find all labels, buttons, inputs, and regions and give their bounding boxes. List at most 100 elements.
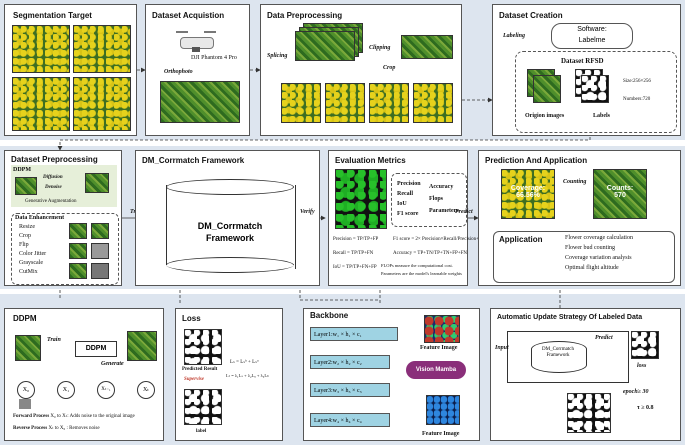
augmented-sample [69,243,87,259]
prediction-application-title: Prediction And Application [485,156,588,165]
enhancement-box [11,213,119,285]
noise-swatch [19,399,31,409]
layer1-block: Layer1:w₁ × h₁ × c₁ [310,327,398,341]
flower-photo [12,77,70,131]
tau-label: τ ≥ 0.8 [637,405,654,411]
auto-loop-box [507,331,629,383]
forward-process: Forward Process X₀ to Xₜ: Adds noise to … [13,414,135,419]
predicted-result-label: Predicted Result [182,367,218,372]
cropped-tile [325,83,365,123]
x-node: X₁ [57,381,75,399]
augmented-sample [91,263,109,279]
enh-item: Grayscale [19,260,43,266]
supervise-label: Supervise [184,377,204,382]
feature-image-top [424,315,460,343]
data-preprocessing-panel: Data Preprocessing Splicing Clipping Cro… [260,4,462,136]
denoise-label: Denoise [45,185,62,190]
ddpm-output-image [85,173,109,193]
flower-photo [73,77,131,131]
orthophoto-label: Orthophoto [164,69,193,75]
metric-item: IoU [397,201,407,207]
coverage-image [501,169,555,219]
predict-label: Predict [595,335,613,341]
prediction-application-panel: Prediction And Application Coverage: 66.… [478,150,681,286]
predict-label: Predict [455,209,473,215]
enh-item: Color Jitter [19,251,47,257]
dm-corrmatch-panel: DM_Corrmatch Framework DM_Corrmatch Fram… [135,150,320,286]
metric-item: Flops [429,196,444,202]
layer3-block: Layer3:w₃ × h₃ × c₃ [310,383,390,397]
reverse-process: Reverse Process Xₜ to X₀ : Removes noise [13,426,100,431]
label-caption: label [196,429,207,434]
f1-formula: F1 score = 2× Precision×Recall/Precision… [393,237,492,242]
flower-photo [12,25,70,73]
enh-item: Crop [19,233,31,239]
label-image [581,75,609,103]
splicing-label: Splicing [267,53,288,59]
labels-label: Labels [593,113,611,119]
metric-item: F1 score [397,211,419,217]
labelme-label: Labelme [578,37,606,44]
accuracy-formula: Accuracy = TP+TN/TP+TN+FP+FN [393,251,468,256]
labeling-label: Labeling [503,33,525,39]
enh-item: Flip [19,242,29,248]
dm-corrmatch-title: DM_Corrmatch Framework [142,156,245,165]
feature-image-label: Feature Image [422,431,460,437]
feature-image-label: Feature Image [420,345,458,351]
dataset-preprocessing-title: Dataset Preprocessing [11,155,98,164]
metrics-box [391,173,467,227]
clipped-image [401,35,453,59]
x-node: X₀ [17,381,35,399]
evaluation-metrics-panel: Evaluation Metrics Precision Recall IoU … [328,150,492,286]
data-enhancement-title: Data Enhancement [15,215,65,221]
enh-item: CutMix [19,269,38,275]
rfsd-title: Dataset RFSD [561,57,604,65]
coverage-readout: Coverage: 66.56% [510,185,546,199]
origin-image [533,75,561,103]
framework-line1: DM_Corrmatch [197,221,263,231]
flower-photo [73,25,131,73]
framework-cylinder [166,179,296,275]
verify-label: Verify [300,209,315,215]
params-note: Parameters are the model's learnable wei… [381,271,462,276]
layer4-block: Layer4:w₄ × h₄ × c₄ [310,413,390,427]
app-item: Optimal flight altitude [565,265,619,271]
backbone-panel: Backbone Layer1:w₁ × h₁ × c₁ Layer2:w₂ ×… [303,308,480,441]
generative-augmentation-label: Generative Augmentation [25,199,77,204]
layer2-block: Layer2:w₂ × h₂ × c₂ [310,355,390,369]
diffusion-label: Diffusion [43,175,63,180]
auto-update-panel: Automatic Update Strategy Of Labeled Dat… [490,308,681,441]
iou-formula: IoU = TP/TP+FN+FP [333,265,377,270]
auto-framework-label: DM_Corrmatch Framework [542,347,574,358]
evaluation-metrics-title: Evaluation Metrics [335,156,406,165]
cropped-tile [413,83,453,123]
x-node: Xₜ [137,381,155,399]
framework-line2: Framework [205,233,255,243]
software-box: Software: Labelme [551,23,633,49]
rfsd-box [515,51,677,133]
ddpm-train-label: Train [47,337,61,343]
app-item: Flower coverage calculation [565,235,633,241]
ddpm-train-image [15,335,41,361]
enh-item: Resize [19,224,35,230]
app-item: Coverage variation analysis [565,255,632,261]
dataset-acquisition-title: Dataset Acquistion [152,11,225,20]
application-title: Application [499,235,543,244]
app-item: Flower bud counting [565,245,615,251]
loss-label: loss [637,363,647,369]
input-label: Input [495,345,509,351]
drone-model-label: DJI Phantom 4 Pro [191,55,237,61]
counting-label: Counting [563,179,587,185]
loss-total: Lₜ = λ₁Lₛ + λ₂Lᵤ + λ₃Lc [226,373,270,378]
backbone-title: Backbone [310,311,349,320]
ddpm-generated-image [127,331,157,361]
augmented-sample [91,223,109,239]
counts-readout: Counts: 570 [606,185,634,199]
metric-item: Precision [397,181,421,187]
metric-item: Parameters [429,208,459,214]
update-mask [567,393,611,433]
metric-item: Accuracy [429,184,454,190]
software-label: Software: [577,26,607,33]
metric-item: Recall [397,191,413,197]
spliced-image-stack [295,31,355,61]
